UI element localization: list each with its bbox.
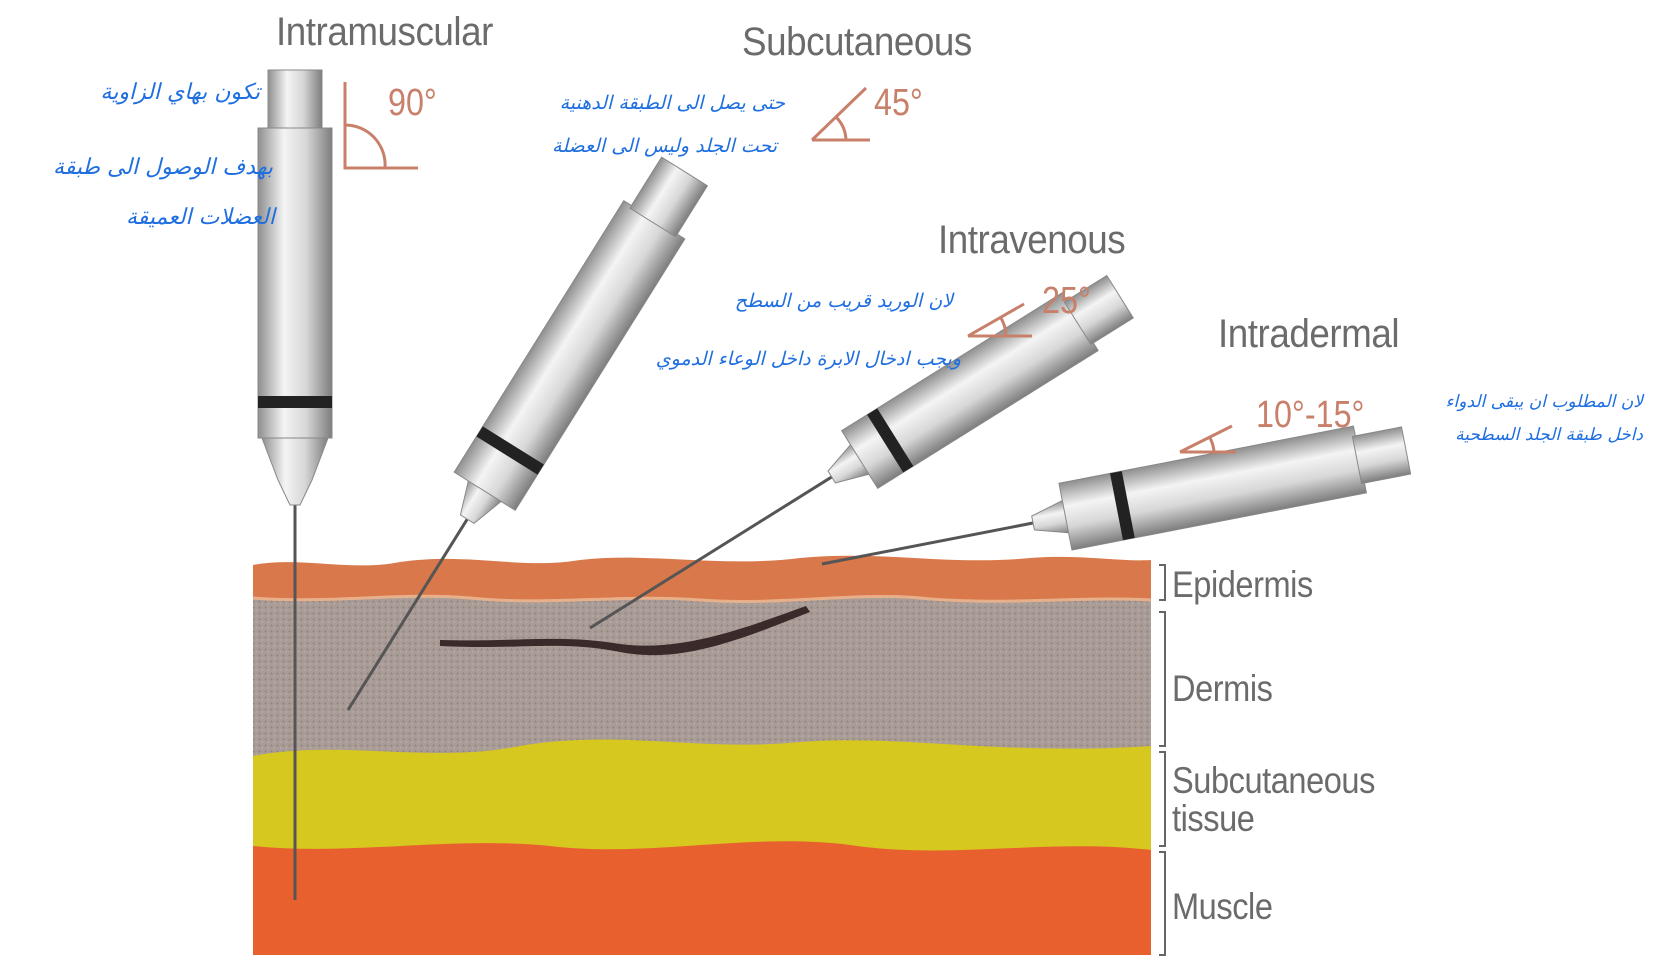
- note-intramuscular-line3: العضلات العميقة: [126, 205, 275, 230]
- angle-intravenous: 25°: [1042, 280, 1091, 323]
- note-subcutaneous-line1: حتى يصل الى الطبقة الدهنية: [560, 92, 785, 114]
- epidermis-layer: [253, 556, 1151, 602]
- label-epidermis: Epidermis: [1172, 566, 1313, 604]
- label-subcutaneous-line1: Subcutaneous: [1172, 762, 1375, 800]
- note-intradermal-line1: لان المطلوب ان يبقى الدواء: [1446, 392, 1643, 412]
- angle-subcutaneous: 45°: [874, 82, 923, 125]
- note-intramuscular-line2: بهدف الوصول الى طبقة: [53, 155, 273, 180]
- title-intravenous: Intravenous: [938, 218, 1125, 263]
- label-muscle: Muscle: [1172, 888, 1272, 926]
- note-intravenous-line1: لان الوريد قريب من السطح: [735, 290, 953, 312]
- title-intramuscular: Intramuscular: [276, 10, 493, 55]
- muscle-layer: [253, 838, 1151, 955]
- angle-10-15-icon: [1180, 426, 1236, 452]
- note-intravenous-line2: ويجب ادخال الابرة داخل الوعاء الدموي: [656, 348, 961, 370]
- layer-brackets: [1159, 565, 1165, 955]
- label-dermis: Dermis: [1172, 670, 1272, 708]
- label-subcutaneous-tissue: Subcutaneous tissue: [1172, 762, 1375, 838]
- angle-45-icon: [812, 88, 870, 140]
- dermis-layer: [253, 592, 1151, 756]
- skin-cross-section: [253, 556, 1151, 955]
- subcutaneous-layer: [253, 736, 1151, 851]
- title-intradermal: Intradermal: [1218, 312, 1399, 357]
- title-subcutaneous: Subcutaneous: [742, 20, 972, 65]
- note-intramuscular-line1: تكون بهاي الزاوية: [100, 80, 260, 105]
- angle-intramuscular: 90°: [388, 82, 437, 125]
- label-subcutaneous-line2: tissue: [1172, 800, 1375, 838]
- note-intradermal-line2: داخل طبقة الجلد السطحية: [1455, 425, 1643, 445]
- note-subcutaneous-line2: تحت الجلد وليس الى العضلة: [552, 135, 777, 157]
- angle-intradermal: 10°-15°: [1256, 394, 1364, 437]
